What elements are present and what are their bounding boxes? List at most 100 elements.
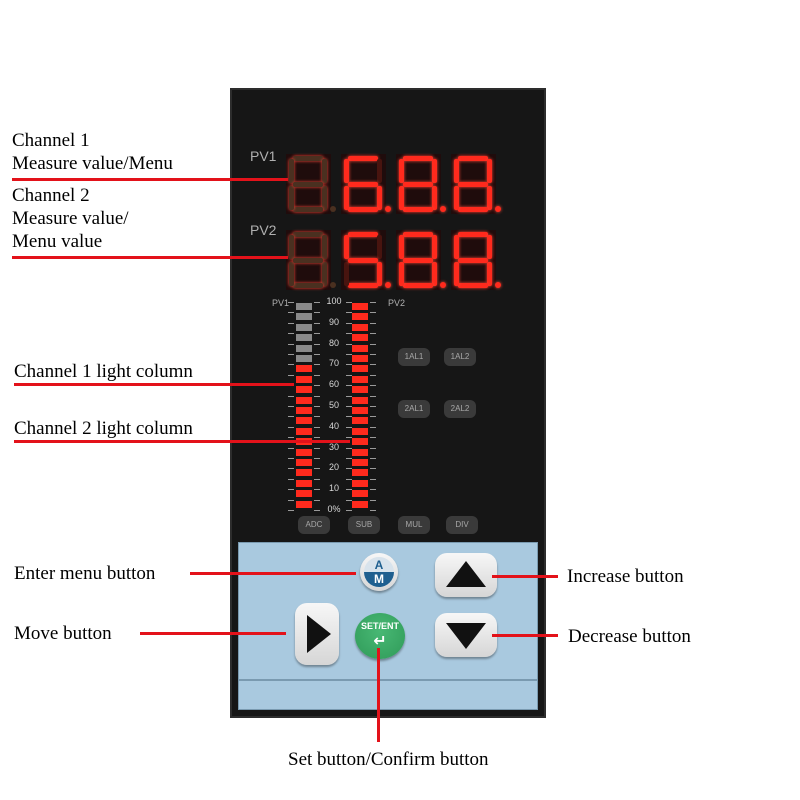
pv2-label: PV2 — [250, 222, 277, 238]
annotation-move: Move button — [14, 623, 112, 644]
segment-a — [348, 156, 378, 161]
pv2-digit-4 — [451, 230, 501, 290]
pv2-digit-2 — [341, 230, 391, 290]
scale-tick — [346, 333, 352, 335]
light-segment — [296, 313, 312, 321]
scale-tick — [370, 312, 376, 314]
segment-g — [293, 258, 323, 263]
annotation-ch1-line1: Channel 1 — [12, 130, 90, 151]
segment-d — [403, 283, 433, 288]
pv2-digit-3 — [396, 230, 446, 290]
annotation-line-set — [377, 648, 380, 742]
scale-tick — [370, 489, 376, 491]
scale-tick — [346, 322, 352, 324]
channel1-light-column — [296, 302, 312, 510]
light-segment — [296, 355, 312, 362]
move-button[interactable] — [295, 603, 339, 665]
scale-tick — [314, 478, 320, 480]
segment-e — [289, 186, 294, 210]
light-segment — [296, 448, 312, 456]
segment-a — [458, 156, 488, 161]
scale-tick — [288, 322, 294, 324]
scale-tick — [370, 302, 376, 303]
scale-tick — [346, 364, 352, 366]
pv2-digit-1 — [286, 230, 336, 290]
annotation-ch2-line2: Measure value/ — [12, 208, 129, 229]
light-segment — [296, 375, 312, 383]
scale-tick — [288, 416, 294, 418]
scale-tick — [370, 499, 376, 501]
annotation-line-enter-menu — [190, 572, 356, 575]
scale-tick — [346, 510, 352, 511]
scale-tick — [288, 458, 294, 459]
annotation-line-ch1 — [12, 178, 288, 181]
light-segment — [352, 448, 368, 456]
segment-f — [289, 235, 294, 259]
triangle-up-icon — [446, 561, 486, 587]
scale-tick — [314, 302, 320, 303]
segment-c — [322, 262, 327, 286]
annotation-ch2-line3: Menu value — [12, 231, 103, 252]
segment-g — [458, 258, 488, 263]
scale-tick — [314, 343, 320, 345]
segment-f — [454, 235, 459, 259]
scale-tick — [314, 510, 320, 511]
scale-tick — [314, 395, 320, 397]
light-segment — [296, 334, 312, 342]
segment-f — [289, 159, 294, 183]
light-segment — [352, 490, 368, 498]
scale-tick — [346, 343, 352, 345]
light-segment — [352, 500, 368, 508]
segment-g — [293, 182, 323, 187]
decrease-button[interactable] — [435, 613, 497, 657]
segment-e — [399, 262, 404, 286]
scale-tick — [370, 385, 376, 387]
segment-a — [403, 232, 433, 237]
scale-tick — [288, 302, 294, 303]
scale-tick — [370, 395, 376, 397]
pv2-display — [286, 230, 501, 290]
light-segment — [352, 479, 368, 487]
light-segment — [296, 323, 312, 331]
segment-b — [377, 159, 382, 183]
annotation-line-ch2-column — [14, 440, 350, 443]
enter-menu-button[interactable]: A M — [360, 553, 398, 591]
segment-b — [487, 159, 492, 183]
segment-e — [454, 262, 459, 286]
scale-tick — [314, 322, 320, 324]
segment-c — [432, 262, 437, 286]
scale-label: 50 — [328, 400, 339, 410]
light-segment — [352, 459, 368, 466]
light-segment — [296, 479, 312, 487]
annotation-line-decrease — [492, 634, 558, 637]
annotation-line-ch1-column — [14, 383, 294, 386]
segment-c — [487, 262, 492, 286]
scale-tick — [314, 385, 320, 387]
set-confirm-button[interactable]: SET/ENT ↵ — [355, 613, 405, 659]
scale-tick — [288, 343, 294, 345]
scale-label: 20 — [328, 462, 339, 473]
scale-tick — [370, 322, 376, 324]
indicator-div: DIV — [446, 516, 478, 534]
light-segment — [296, 344, 312, 352]
scale-tick — [314, 447, 320, 449]
scale-tick — [314, 354, 320, 355]
increase-button[interactable] — [435, 553, 497, 597]
light-segment — [352, 303, 368, 310]
annotation-ch1-line2: Measure value/Menu — [12, 153, 173, 174]
segment-f — [344, 235, 349, 259]
pv1-digit-1 — [286, 154, 336, 214]
scale-tick — [370, 510, 376, 511]
scale-label: 10 — [328, 483, 339, 494]
segment-b — [432, 235, 437, 259]
segment-c — [377, 262, 382, 286]
scale-label: 40 — [328, 420, 339, 431]
segment-d — [348, 283, 378, 288]
annotation-ch2-line1: Channel 2 — [12, 185, 90, 206]
indicator-2al2: 2AL2 — [444, 400, 476, 418]
segment-d — [348, 207, 378, 212]
light-segment — [296, 365, 312, 373]
scale-tick — [370, 343, 376, 345]
segment-c — [432, 186, 437, 210]
